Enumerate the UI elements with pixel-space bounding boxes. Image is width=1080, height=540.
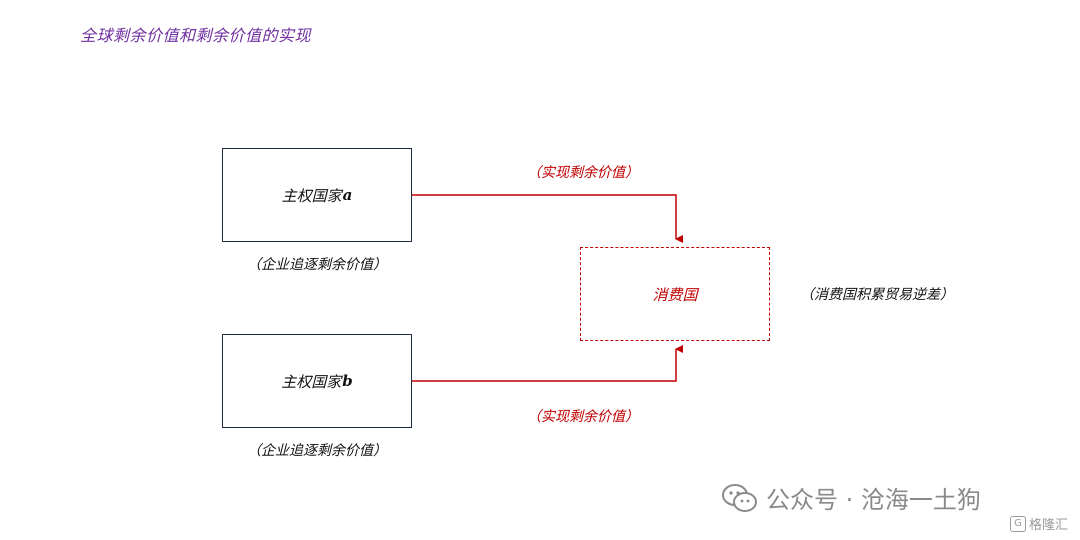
consumer-country-caption: （消费国积累贸易逆差） — [800, 287, 954, 303]
consumer-country-node: 消费国 — [580, 247, 770, 341]
wechat-icon — [722, 483, 758, 513]
sovereign-state-a-caption: （企业追逐剩余价值） — [247, 257, 387, 273]
arrow-a-to-consumer — [412, 194, 683, 243]
sovereign-state-a-label: 主权国家 — [281, 186, 342, 205]
arrow-b-to-consumer — [412, 345, 683, 382]
consumer-country-label: 消费国 — [652, 285, 698, 304]
sovereign-state-b-label: 主权国家 — [281, 372, 342, 391]
wechat-watermark: 公众号 · 沧海一土狗 — [722, 480, 981, 515]
brand-watermark: G 格隆汇 — [1010, 514, 1068, 533]
sovereign-state-b-caption: （企业追逐剩余价值） — [247, 443, 387, 459]
sovereign-state-b-suffix: b — [342, 372, 353, 390]
flow-label-bottom: （实现剩余价值） — [527, 409, 639, 425]
watermark-text: 公众号 · 沧海一土狗 — [766, 486, 981, 514]
brand-logo-icon: G — [1010, 515, 1026, 532]
page-title: 全球剩余价值和剩余价值的实现 — [80, 26, 312, 45]
brand-text: 格隆汇 — [1029, 518, 1069, 533]
flow-label-top: （实现剩余价值） — [527, 165, 639, 181]
sovereign-state-a-suffix: a — [342, 186, 353, 204]
